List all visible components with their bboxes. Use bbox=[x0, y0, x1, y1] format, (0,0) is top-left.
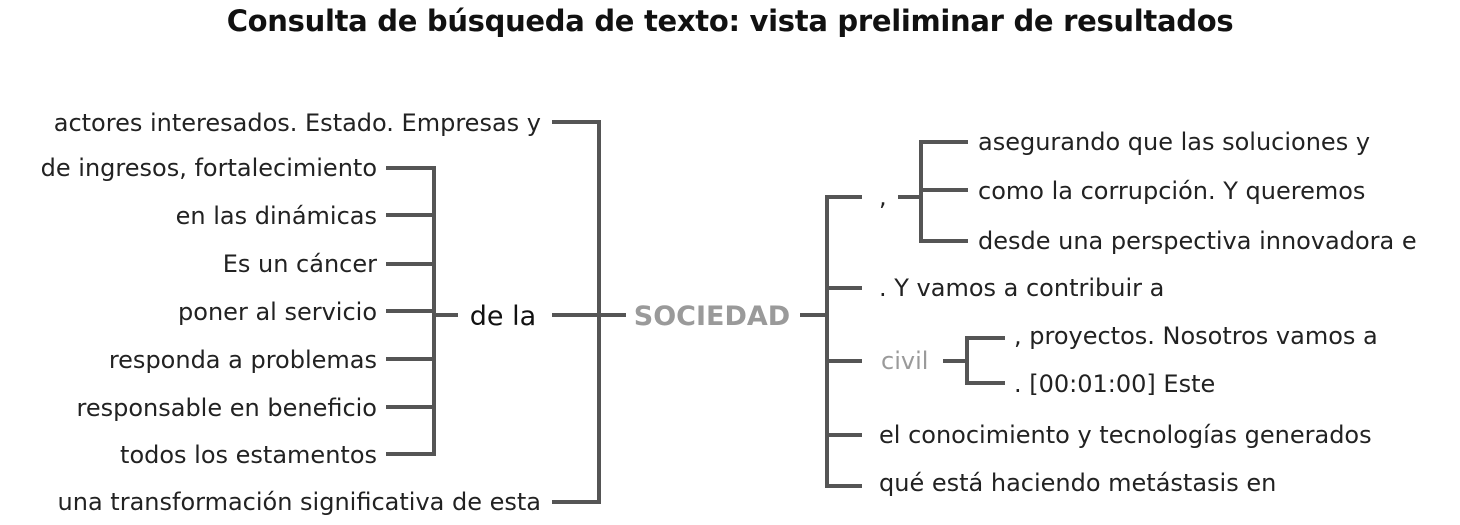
comma-phrase: asegurando que las soluciones y bbox=[978, 128, 1370, 156]
hub-phrase: poner al servicio bbox=[178, 298, 377, 326]
right-outer-bracket bbox=[825, 195, 862, 488]
hub-phrase: en las dinámicas bbox=[176, 202, 377, 230]
connector-lines bbox=[386, 120, 1005, 504]
right-phrase: el conocimiento y tecnologías generados bbox=[879, 421, 1372, 449]
hub-phrase: responda a problemas bbox=[109, 346, 377, 374]
diagram-title: Consulta de búsqueda de texto: vista pre… bbox=[226, 4, 1234, 38]
civil-phrase: , proyectos. Nosotros vamos a bbox=[1014, 322, 1378, 350]
civil-node: civil bbox=[881, 347, 928, 375]
comma-phrase: desde una perspectiva innovadora e bbox=[978, 227, 1417, 255]
hub-phrase: Es un cáncer bbox=[223, 250, 377, 278]
left-phrase-top: actores interesados. Estado. Empresas y bbox=[54, 109, 541, 137]
right-phrase: . Y vamos a contribuir a bbox=[879, 274, 1164, 302]
comma-node: , bbox=[879, 183, 887, 211]
hub-node: de la bbox=[470, 301, 536, 332]
left-phrase-bottom: una transformación significativa de esta bbox=[58, 488, 541, 516]
civil-phrase: . [00:01:00] Este bbox=[1014, 370, 1215, 398]
root-keyword: SOCIEDAD bbox=[634, 301, 790, 332]
left-outer-bracket bbox=[552, 120, 601, 504]
right-phrase: qué está haciendo metástasis en bbox=[879, 469, 1276, 497]
hub-phrase: de ingresos, fortalecimiento bbox=[41, 154, 377, 182]
hub-phrase: todos los estamentos bbox=[120, 441, 377, 469]
hub-phrase: responsable en beneficio bbox=[77, 394, 378, 422]
civil-bracket bbox=[965, 336, 1005, 385]
comma-phrase: como la corrupción. Y queremos bbox=[978, 177, 1365, 205]
